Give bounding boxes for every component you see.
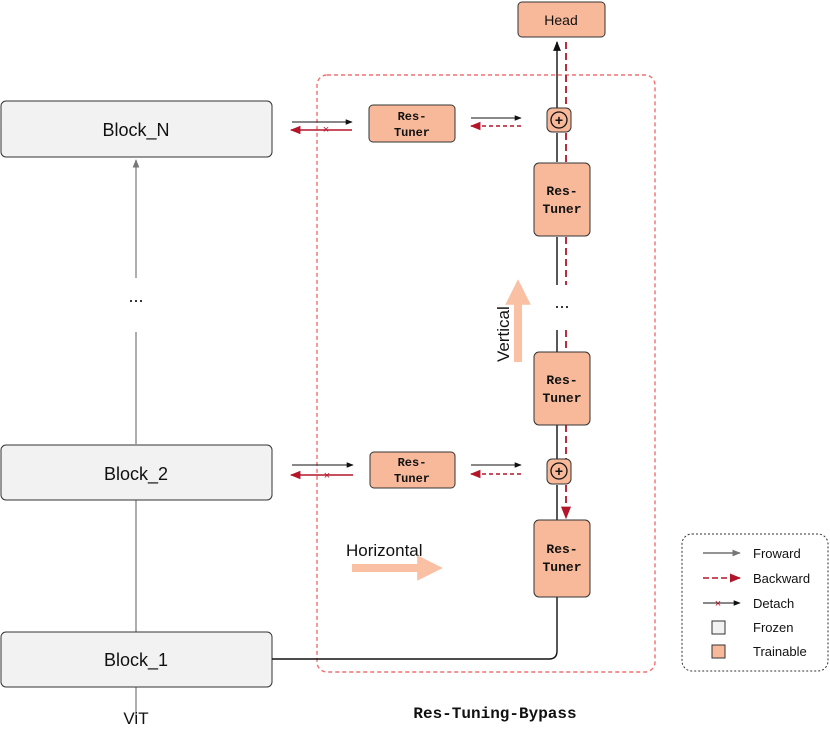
block-1: Block_1 xyxy=(0,631,273,688)
vertical-tuner-top: Res- Tuner xyxy=(533,162,591,237)
tuner-label: Tuner xyxy=(542,391,581,406)
tuner-label: Res- xyxy=(398,110,427,124)
block-n-label: Block_N xyxy=(102,120,169,141)
legend-backward-label: Backward xyxy=(753,571,810,586)
legend-frozen-label: Frozen xyxy=(753,620,793,635)
vertical-label: Vertical xyxy=(494,306,513,362)
plus-icon: + xyxy=(555,463,563,479)
vertical-tuner-middle: Res- Tuner xyxy=(533,351,591,426)
plus-icon: + xyxy=(555,112,563,128)
head-label: Head xyxy=(544,12,577,28)
add-node-bottom: + xyxy=(546,458,572,485)
backbone-ellipsis: ... xyxy=(128,286,143,306)
detach-mark-icon: × xyxy=(715,598,721,610)
legend-trainable-swatch xyxy=(711,644,726,659)
horizontal-tuner-2: Res- Tuner xyxy=(369,451,456,489)
block-2-label: Block_2 xyxy=(104,464,168,485)
legend-trainable-label: Trainable xyxy=(753,644,807,659)
tuner-label: Res- xyxy=(398,456,427,470)
horizontal-label: Horizontal xyxy=(346,541,423,560)
block-1-label: Block_1 xyxy=(104,650,168,671)
block-2: Block_2 xyxy=(0,444,273,501)
tuner-label: Res- xyxy=(546,184,577,199)
head-block: Head xyxy=(517,1,606,38)
tuner-label: Res- xyxy=(546,373,577,388)
legend-detach-label: Detach xyxy=(753,596,794,611)
vertical-tuner-bottom: Res- Tuner xyxy=(533,519,591,598)
legend-forward-label: Froward xyxy=(753,546,801,561)
tuner-label: Tuner xyxy=(394,126,430,140)
tuner-label: Res- xyxy=(546,542,577,557)
block1-to-bypass-line xyxy=(272,597,558,660)
tuner-label: Tuner xyxy=(542,202,581,217)
tuner-label: Tuner xyxy=(394,472,430,486)
vit-caption: ViT xyxy=(123,709,148,728)
horizontal-tuner-n: Res- Tuner xyxy=(368,104,456,143)
legend-frozen-swatch xyxy=(711,620,726,635)
detach-mark-icon: × xyxy=(324,470,330,482)
bypass-container xyxy=(316,74,656,673)
add-node-top: + xyxy=(546,107,572,133)
bypass-caption: Res-Tuning-Bypass xyxy=(413,705,576,723)
vertical-ellipsis: ... xyxy=(554,292,569,312)
block-n: Block_N xyxy=(0,100,273,158)
legend: Froward Backward × Detach Frozen Trainab… xyxy=(681,533,829,672)
tuner-label: Tuner xyxy=(542,560,581,575)
